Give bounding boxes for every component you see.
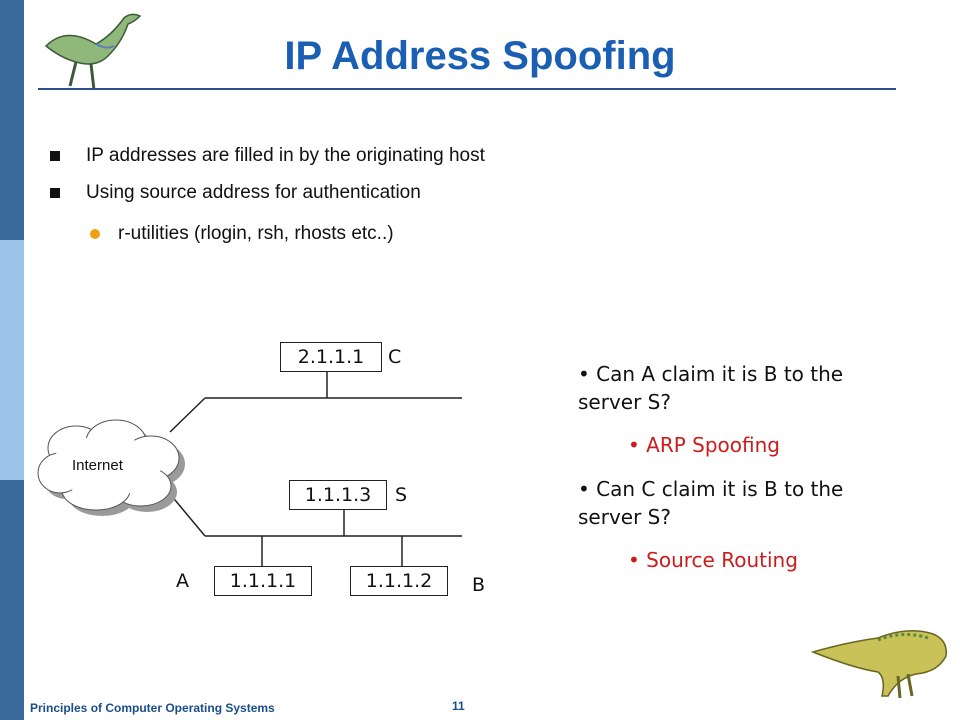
round-bullet-icon bbox=[90, 229, 100, 239]
host-s-label: S bbox=[395, 484, 408, 506]
host-b-label: B bbox=[472, 574, 486, 596]
page-number: 11 bbox=[452, 699, 465, 713]
host-a-ip-box: 1.1.1.1 bbox=[214, 566, 312, 596]
square-bullet-icon bbox=[50, 151, 60, 161]
dinosaur-logo-bottom bbox=[810, 630, 947, 699]
internet-cloud-icon bbox=[37, 419, 185, 516]
bullet-dot-icon: • bbox=[578, 362, 590, 386]
dinosaur-logo-top bbox=[44, 13, 142, 91]
title-underline bbox=[38, 88, 896, 90]
slide-title: IP Address Spoofing bbox=[284, 34, 676, 78]
question-2: • Can C claim it is B to the server S? bbox=[578, 477, 844, 529]
host-c-ip-box: 2.1.1.1 bbox=[280, 342, 382, 372]
footer-course-title: Principles of Computer Operating Systems bbox=[30, 701, 275, 715]
answer-2: • Source Routing bbox=[628, 548, 798, 572]
answer-1: • ARP Spoofing bbox=[628, 433, 780, 457]
internet-label: Internet bbox=[72, 457, 123, 474]
host-c-label: C bbox=[388, 346, 402, 368]
sidebar-band-top bbox=[0, 0, 24, 240]
sidebar-band-bottom bbox=[0, 480, 24, 720]
host-b-ip-box: 1.1.1.2 bbox=[350, 566, 448, 596]
bullet-dot-icon: • bbox=[578, 477, 590, 501]
question-1: • Can A claim it is B to the server S? bbox=[578, 362, 844, 414]
square-bullet-icon bbox=[50, 188, 60, 198]
host-s-ip-box: 1.1.1.3 bbox=[289, 480, 387, 510]
host-a-label: A bbox=[176, 570, 189, 592]
bullet-dot-icon: • bbox=[628, 548, 640, 572]
sidebar-band-middle bbox=[0, 240, 24, 480]
bullet-dot-icon: • bbox=[628, 433, 640, 457]
